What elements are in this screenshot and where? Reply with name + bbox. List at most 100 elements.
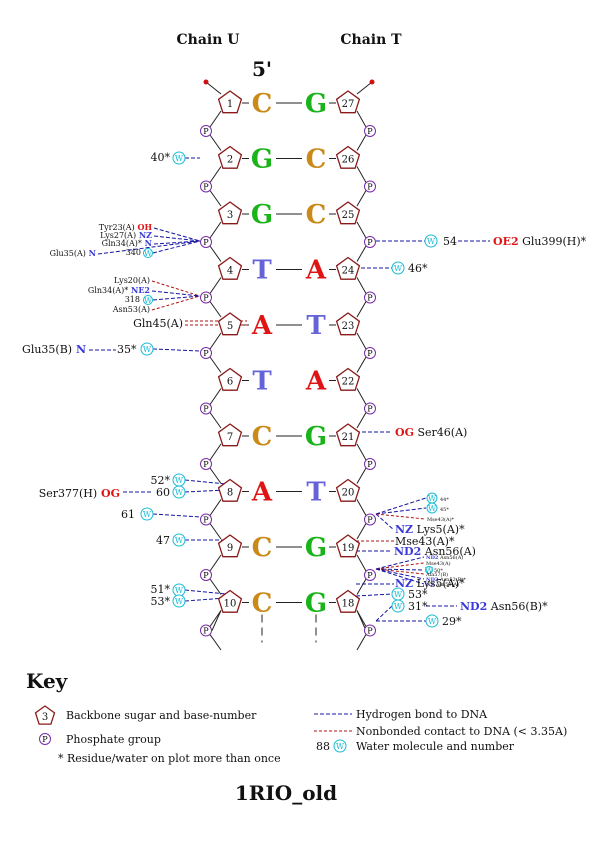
phosphate-letter: P <box>367 183 373 192</box>
base-letter-right: G <box>305 533 327 563</box>
base-number-left: 10 <box>224 599 237 610</box>
tiny-contact-5 <box>375 568 425 585</box>
phosphate-letter: P <box>367 127 373 136</box>
water-letter: W <box>428 504 437 513</box>
water-letter: W <box>428 617 437 626</box>
tiny-residue-3: Ala57(B) <box>425 571 448 578</box>
tiny-contact-2 <box>375 568 425 571</box>
water-circle <box>140 507 154 521</box>
phosphate-circle <box>364 624 376 637</box>
water-label-40: 40* <box>151 151 171 164</box>
hbond-lys5 <box>375 513 395 531</box>
water-letter: W <box>143 345 152 354</box>
key-phosphate-text: Phosphate group <box>66 733 161 746</box>
water-circle <box>425 566 433 574</box>
sugar-pentagon-left <box>217 201 243 225</box>
phosphate-group-left: P <box>200 347 212 359</box>
backbone-bond <box>209 332 222 350</box>
phosphate-letter: P <box>367 460 373 469</box>
phosphate-group-left: P <box>200 236 212 248</box>
water-label-44: 44* <box>440 497 449 503</box>
backbone-bond <box>209 610 222 627</box>
residue-glu35a: Glu35(A) N <box>50 248 96 258</box>
base-letter-right: T <box>306 478 326 508</box>
phosphate-group-right: P <box>364 347 376 359</box>
residue-lys27: Lys27(A) NZ <box>100 230 152 240</box>
base-letter-left: C <box>252 89 273 119</box>
phosphate-group-left: P <box>200 402 212 415</box>
phosphate-letter: P <box>203 349 209 358</box>
structure-id: 1RIO_old <box>235 781 337 805</box>
residue-glu35b: Glu35(B) N <box>22 343 86 356</box>
water-letter: W <box>425 566 434 575</box>
hbond-w45 <box>375 507 427 515</box>
phosphate-group-right: P <box>364 236 376 248</box>
hbond-w53 <box>184 597 227 602</box>
hbond-w61 <box>152 513 201 518</box>
key-sugar-text: Backbone sugar and base-number <box>66 709 257 722</box>
key-hbond-text: Hydrogen bond to DNA <box>356 708 488 721</box>
phosphate-circle <box>200 236 212 248</box>
water-label-54: 54 <box>443 235 457 248</box>
base-letter-left: G <box>251 200 273 230</box>
backbone-bond <box>356 277 367 294</box>
base-letter-left: A <box>251 311 273 341</box>
base-letter-left: C <box>252 589 273 619</box>
backbone-bond <box>356 245 367 262</box>
water-44: W <box>426 492 438 504</box>
water-letter: W <box>144 296 153 305</box>
hbond-w53r <box>355 593 393 597</box>
phosphate-circle <box>364 347 376 359</box>
residue-mse43: Mse43(A)* <box>395 535 455 548</box>
water-letter: W <box>144 249 153 258</box>
phosphate-letter: P <box>203 238 209 247</box>
backbone-bond <box>356 578 367 595</box>
water-circle <box>143 295 153 305</box>
water-340: W <box>143 248 153 258</box>
phosphate-letter: P <box>367 571 373 580</box>
hbond-w44 <box>375 497 427 515</box>
sugar-pentagon-left <box>217 478 243 502</box>
backbone-bond <box>209 467 222 484</box>
terminal-bond-right-3 <box>356 610 367 631</box>
sugar-pentagon-left <box>217 423 243 447</box>
phosphate-group-right: P <box>364 569 376 581</box>
water-35: W <box>140 342 154 356</box>
phosphate-circle <box>364 458 376 470</box>
backbone-bond <box>209 134 222 151</box>
backbone-bond <box>209 388 222 405</box>
tiny-contact-1 <box>375 562 425 570</box>
water-54: W <box>424 234 438 248</box>
base-number-right: 18 <box>342 599 355 610</box>
water-label-45: 45* <box>440 507 449 513</box>
water-53: W <box>172 594 186 608</box>
backbone-bond <box>356 499 367 516</box>
key-star-note: * Residue/water on plot more than once <box>58 752 281 765</box>
water-61: W <box>140 507 154 521</box>
chain-u-header: Chain U <box>177 32 240 48</box>
backbone-bond <box>356 134 367 151</box>
backbone-bond <box>209 356 222 373</box>
backbone-bond <box>209 166 222 183</box>
water-46: W <box>391 261 405 275</box>
water-51: W <box>172 583 186 597</box>
water-circle <box>143 248 153 258</box>
phosphate-group-right: P <box>364 513 376 526</box>
water-60: W <box>172 485 186 499</box>
backbone-bond <box>209 221 222 239</box>
hbond-glu35a <box>97 240 201 255</box>
phosphate-circle <box>200 624 212 637</box>
five-prime-label: 5' <box>252 57 272 81</box>
water-circle <box>140 342 154 356</box>
contact-lys20 <box>151 280 201 297</box>
phosphate-circle <box>200 513 212 526</box>
backbone-bond <box>356 166 367 183</box>
phosphate-circle <box>200 291 212 304</box>
water-circle <box>424 234 438 248</box>
water-29: W <box>425 614 439 628</box>
key-title: Key <box>26 669 69 693</box>
sugar-pentagon-left <box>217 145 243 169</box>
backbone-bond <box>356 412 367 429</box>
base-letter-right: C <box>306 145 327 175</box>
